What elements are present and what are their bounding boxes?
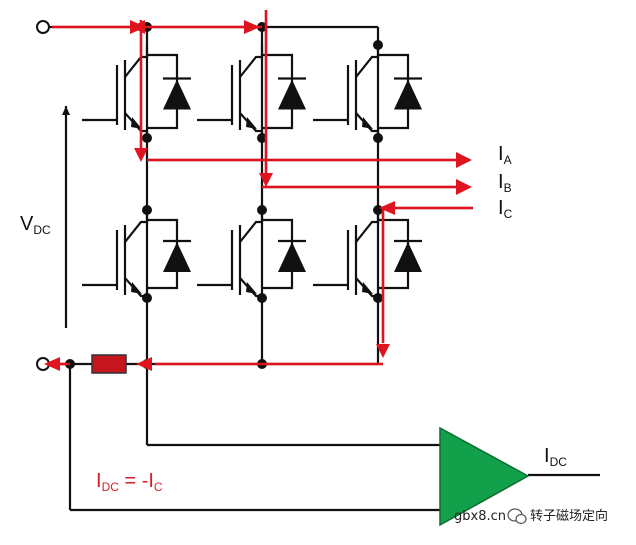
- arrow-rail-1b: [130, 20, 146, 34]
- arrow-rail-2: [244, 20, 260, 34]
- current-arrowheads: [44, 20, 472, 371]
- idc-output-label: IDC: [544, 445, 567, 469]
- arrow-rail-neg: [136, 357, 152, 371]
- watermark-caption: 转子磁场定向: [530, 508, 608, 524]
- ib-label: IB: [498, 171, 512, 195]
- igbt-module-low-a: [82, 210, 191, 298]
- igbt-module-low-b: [197, 210, 306, 298]
- arrow-ib: [456, 179, 472, 195]
- vdc-label: VDC: [20, 213, 51, 237]
- arrow-leg-a: [134, 148, 148, 162]
- igbt-module-high-c: [313, 45, 422, 138]
- arrow-out-neg: [44, 357, 60, 371]
- current-path: [52, 10, 473, 366]
- igbt-module-low-c: [313, 210, 422, 298]
- ia-label: IA: [498, 143, 512, 167]
- amplifier-triangle: [439, 426, 530, 527]
- dc-plus-terminal: [36, 20, 50, 34]
- shunt-resistor: [91, 354, 127, 374]
- igbt-switch-array: [82, 45, 422, 298]
- ic-label: IC: [498, 197, 513, 221]
- watermark-site: gbx8.cn: [454, 509, 506, 524]
- arrow-leg-c: [376, 344, 390, 358]
- igbt-module-high-b: [197, 45, 306, 138]
- arrow-ia: [456, 152, 472, 168]
- junction-dots: [65, 22, 383, 369]
- watermark: gbx8.cn 转子磁场定向: [454, 508, 608, 525]
- formula-label: IDC = -IC: [96, 470, 163, 494]
- arrow-leg-b: [259, 173, 273, 187]
- arrow-ic: [379, 201, 395, 215]
- igbt-module-high-a: [82, 45, 191, 138]
- wechat-icon: [507, 508, 527, 525]
- circuit-wiring: [50, 25, 600, 512]
